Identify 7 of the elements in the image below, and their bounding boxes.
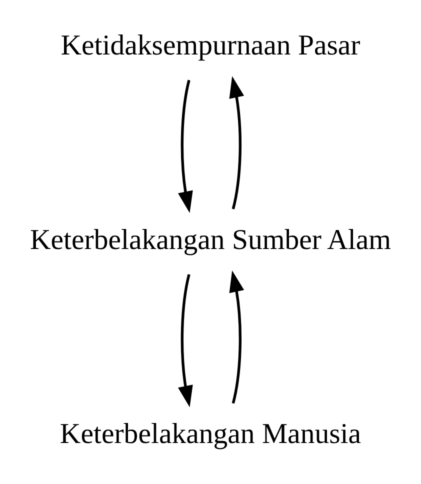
arrow: [229, 270, 244, 404]
node-text: Keterbelakangan Manusia: [60, 418, 362, 450]
node-text: Ketidaksempurnaan Pasar: [60, 30, 360, 62]
arrow: [178, 274, 193, 408]
arrow: [178, 80, 193, 213]
node-text: Keterbelakangan Sumber Alam: [30, 224, 392, 256]
arrow: [229, 76, 244, 210]
